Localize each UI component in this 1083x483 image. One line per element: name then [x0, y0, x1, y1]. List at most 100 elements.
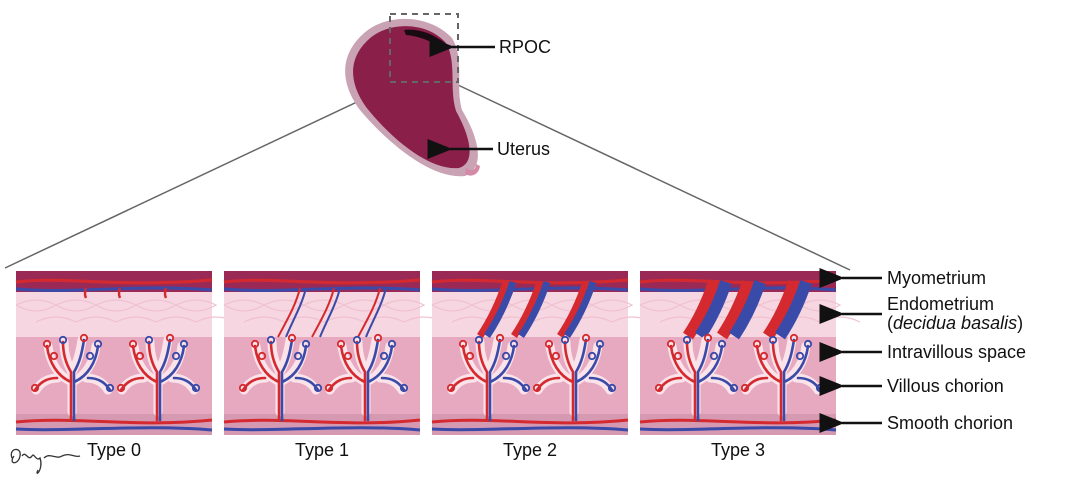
villous-tree: [654, 333, 739, 422]
villus-loop: [803, 339, 813, 349]
dilated-artery: [716, 280, 754, 340]
villus-loop: [105, 383, 115, 393]
villous-tree: [532, 333, 617, 422]
dilated-vein: [694, 280, 732, 340]
villus-loop: [581, 333, 591, 343]
endometrium-pattern: [35, 316, 77, 323]
villus-artery: [535, 340, 575, 422]
uterus-label: Uterus: [497, 139, 550, 159]
villus-vein: [280, 338, 320, 422]
villus-loop: [560, 335, 570, 345]
villus-loop: [165, 333, 175, 343]
decidua-open: (: [887, 313, 893, 333]
cervix: [465, 164, 480, 176]
villus-artery: [119, 340, 159, 422]
villus-loop: [116, 383, 126, 393]
villus-vein: [488, 338, 528, 422]
villous-tree: [324, 333, 409, 422]
panel-type-1: Type 1: [223, 271, 445, 460]
villus-loop: [729, 383, 739, 393]
villus-loop: [387, 339, 397, 349]
dilated-artery: [477, 280, 510, 338]
villus-loop: [191, 383, 201, 393]
dilated-artery: [511, 280, 544, 338]
villus-loop: [179, 339, 189, 349]
villus-loop: [595, 339, 605, 349]
dilated-artery: [682, 280, 720, 340]
villus-loop: [509, 339, 519, 349]
chorion-artery: [431, 418, 629, 425]
spiral-vessel-stub: [83, 287, 88, 299]
endometrium-label: Endometrium: [887, 294, 994, 314]
chorion-vein: [15, 426, 213, 432]
villus-loop: [703, 333, 713, 343]
villus-loop: [607, 383, 617, 393]
zoom-line-left: [4, 84, 394, 269]
spiral-vein: [285, 287, 307, 338]
spiral-artery: [357, 287, 381, 338]
villus-loop: [313, 383, 323, 393]
villous-tree: [740, 333, 825, 422]
villus-loop: [474, 335, 484, 345]
panel-type-2: Type 2: [431, 271, 653, 460]
decidua-close: ): [1017, 313, 1023, 333]
villus-loop: [238, 383, 248, 393]
villus-loop: [171, 351, 181, 361]
villus-loop: [544, 339, 554, 349]
villus-vein: [696, 338, 736, 422]
villus-loop: [58, 335, 68, 345]
villus-loop: [673, 351, 683, 361]
villus-loop: [795, 351, 805, 361]
villus-loop: [343, 351, 353, 361]
villus-loop: [128, 339, 138, 349]
spiral-vessel-stub: [117, 287, 122, 299]
villus-loop: [458, 339, 468, 349]
villus-artery: [657, 340, 697, 422]
chorion-vein: [431, 426, 629, 432]
smooth-chorion-layer: [432, 414, 628, 435]
myometrium-artery: [431, 278, 629, 285]
myometrium-vein: [15, 286, 213, 292]
villus-loop: [379, 351, 389, 361]
smooth-chorion-layer: [16, 414, 212, 435]
villus-loop: [682, 335, 692, 345]
rpoc-label: RPOC: [499, 37, 551, 57]
villus-loop: [789, 333, 799, 343]
chorion-vein: [223, 426, 421, 432]
villus-loop: [49, 351, 59, 361]
villous-tree: [30, 333, 115, 422]
villus-loop: [293, 351, 303, 361]
myometrium-artery: [15, 278, 213, 285]
villus-loop: [85, 351, 95, 361]
chorion-vein: [639, 426, 837, 432]
villus-loop: [266, 335, 276, 345]
villus-loop: [324, 383, 334, 393]
endometrium-pattern: [243, 316, 285, 323]
villus-loop: [551, 351, 561, 361]
villus-loop: [759, 351, 769, 361]
panel-type-0: Type 0: [15, 271, 237, 460]
villus-loop: [144, 335, 154, 345]
villus-loop: [79, 333, 89, 343]
endometrium-pattern: [75, 316, 117, 323]
artist-signature: [10, 448, 81, 474]
villus-loop: [399, 383, 409, 393]
villous-label: Villous chorion: [887, 376, 1004, 396]
villus-loop: [250, 339, 260, 349]
villus-loop: [257, 351, 267, 361]
intravillous-label: Intravillous space: [887, 342, 1026, 362]
uterus-illustration: [345, 18, 480, 177]
myometrium-vein: [431, 286, 629, 292]
myometrium-artery: [223, 278, 421, 285]
villus-vein: [366, 338, 406, 422]
villus-loop: [42, 339, 52, 349]
villus-artery: [327, 340, 367, 422]
villus-vein: [158, 338, 198, 422]
villus-loop: [532, 383, 542, 393]
zoom-line-right: [457, 84, 851, 271]
villus-loop: [30, 383, 40, 393]
villus-loop: [495, 333, 505, 343]
spiral-vessel-stub: [163, 287, 168, 299]
villus-loop: [352, 335, 362, 345]
